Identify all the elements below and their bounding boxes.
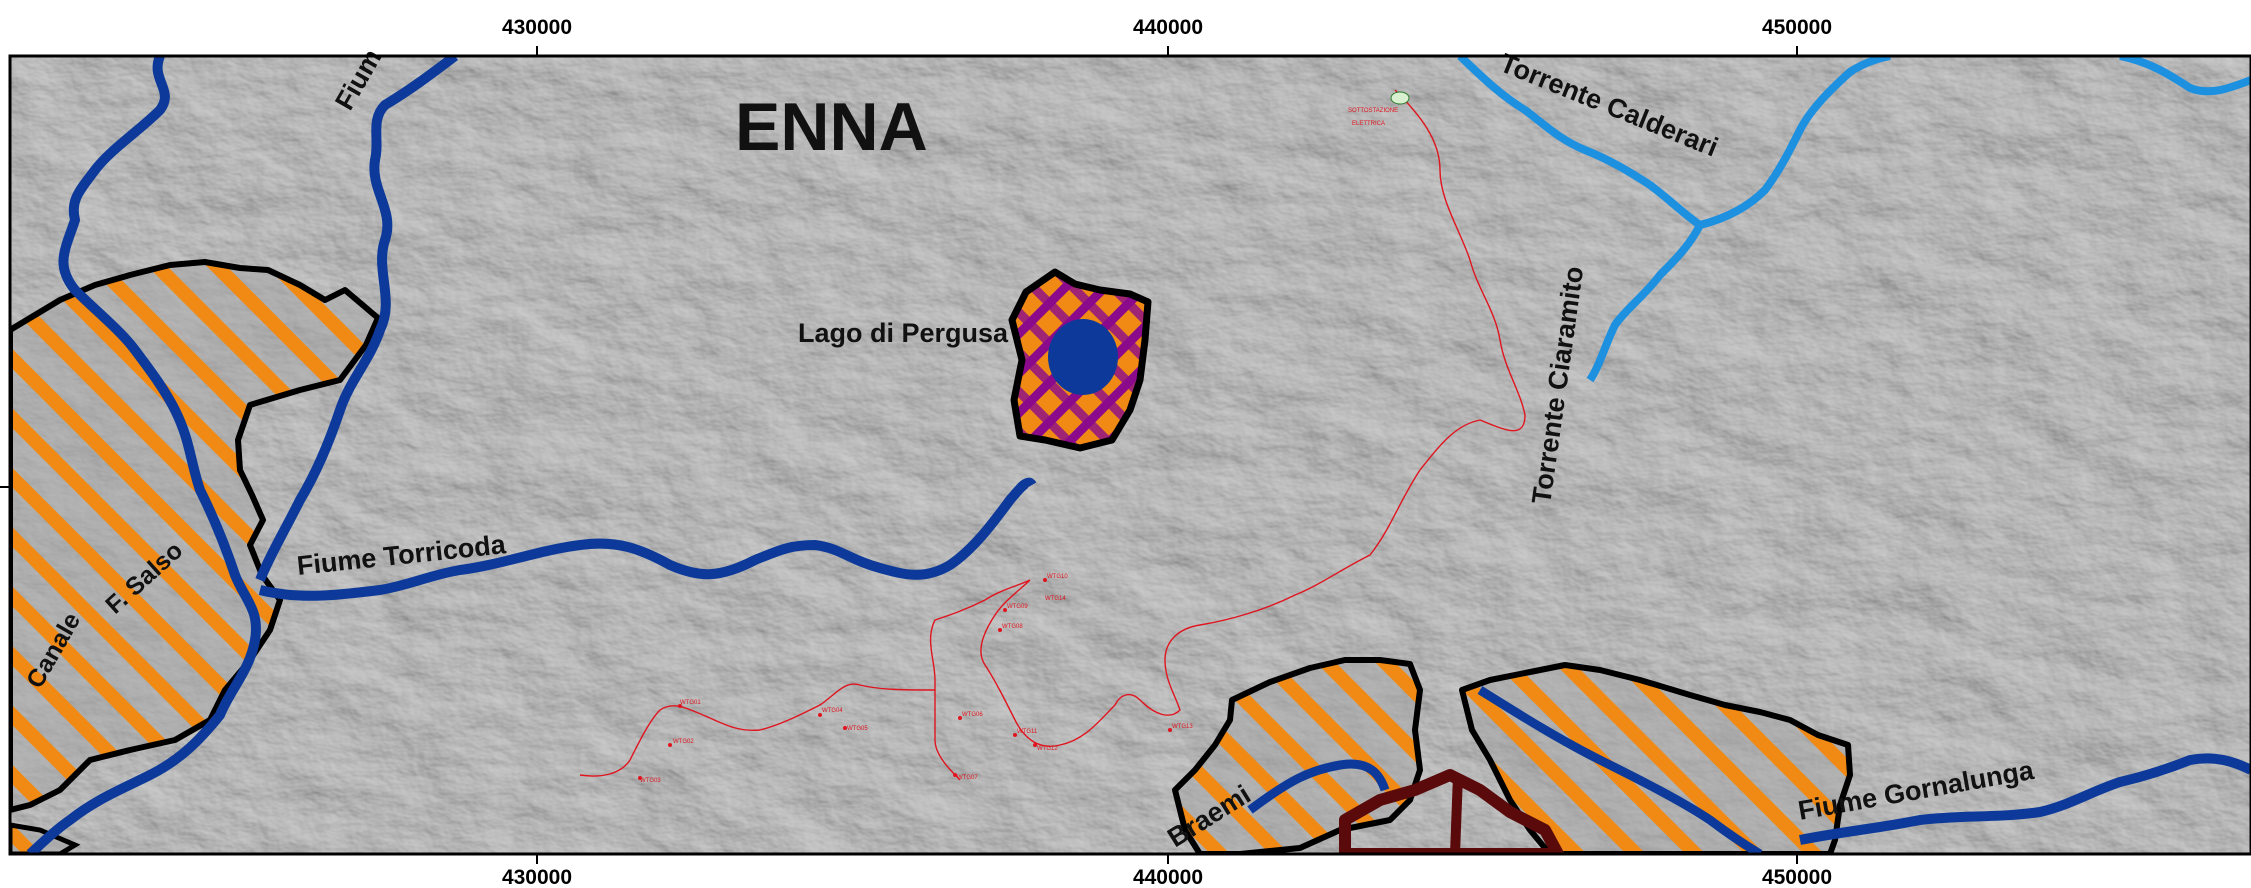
- coord-top-1: 430000: [502, 16, 572, 39]
- turbine-label: WTG02: [673, 739, 694, 745]
- torrent-calderari: [1457, 56, 1891, 229]
- turbine-label: WTG12: [1037, 746, 1058, 752]
- river-fium: [255, 56, 459, 582]
- coord-top-2: 440000: [1133, 16, 1203, 39]
- coord-bottom-1: 430000: [502, 866, 572, 888]
- river-gornalunga: [1799, 753, 2251, 845]
- lake-label: Lago di Pergusa: [798, 318, 1009, 348]
- substation-label: SOTTOSTAZIONE: [1348, 108, 1398, 114]
- turbine-label: WTG09: [1007, 604, 1028, 610]
- cable-route: [579, 89, 1526, 781]
- protected-area-west: [10, 259, 381, 813]
- lake-pergusa: [1048, 319, 1118, 395]
- city-label: ENNA: [735, 89, 928, 165]
- torrent-east: [2119, 56, 2251, 96]
- turbine-label: WTG05: [847, 726, 868, 732]
- torrent-ciaramito: [1586, 223, 1704, 383]
- turbine-label: WTG03: [640, 778, 661, 784]
- turbine-label: WTG07: [957, 775, 978, 781]
- coord-bottom-2: 440000: [1133, 866, 1203, 888]
- coord-bottom-3: 450000: [1762, 866, 1832, 888]
- map-frame: [8, 54, 2251, 856]
- substation: SOTTOSTAZIONE ELETTRICA: [1348, 91, 1410, 127]
- river-west-main: [26, 56, 261, 854]
- turbine-label: WTG06: [962, 712, 983, 718]
- turbine-label: WTG04: [822, 708, 843, 714]
- substation-label: ELETTRICA: [1352, 121, 1385, 127]
- turbine-label: WTG14: [1045, 596, 1066, 602]
- substation-marker: [1390, 91, 1410, 105]
- river-south-east: [1477, 686, 1763, 854]
- turbine-label: WTG11: [1017, 729, 1038, 735]
- turbine-label: WTG13: [1172, 724, 1193, 730]
- turbine-label: WTG08: [1002, 624, 1023, 630]
- terrain-layer: [10, 56, 2251, 854]
- river-south-center: [1247, 759, 1390, 814]
- turbine-label: WTG01: [680, 700, 701, 706]
- turbine-markers: [638, 578, 1172, 780]
- coord-top-3: 450000: [1762, 16, 1832, 39]
- maroon-area: [1339, 769, 1564, 854]
- turbine-labels: WTG01 WTG02 WTG03 WTG04 WTG05 WTG06 WTG0…: [640, 574, 1193, 784]
- turbine-label: WTG10: [1047, 574, 1068, 580]
- river-torricoda: [258, 477, 1037, 601]
